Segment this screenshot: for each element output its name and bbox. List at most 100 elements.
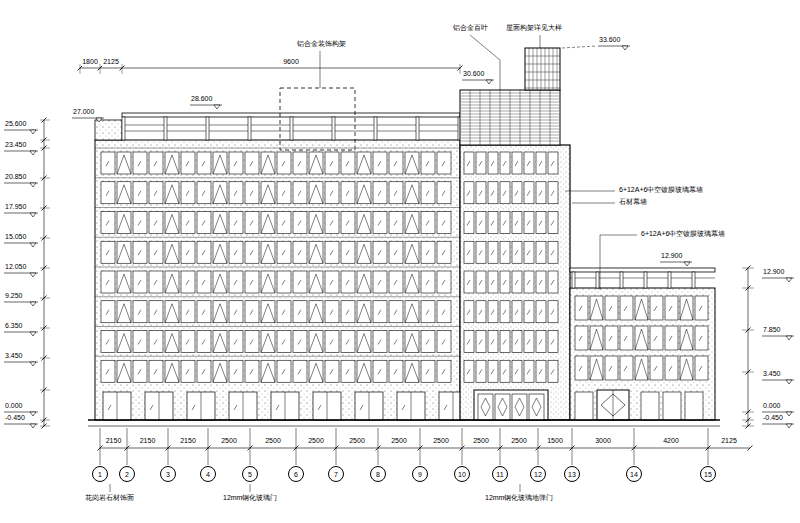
- pergola-post: [692, 272, 695, 288]
- glass-mark: [213, 274, 227, 293]
- glass-mark: [539, 280, 542, 285]
- window-pane: [421, 182, 435, 204]
- glass-mark: [479, 310, 482, 315]
- shopfront-pane: [145, 392, 173, 420]
- glass-mark: [378, 161, 381, 166]
- axis-line: [336, 428, 337, 465]
- note-text: 6+12A+6中空镀膜玻璃幕墙: [640, 230, 726, 238]
- extension-line: [100, 64, 101, 74]
- window-pane: [245, 152, 259, 174]
- glass-mark: [106, 161, 109, 166]
- axis-number: 5: [248, 471, 252, 478]
- leader-line: [520, 484, 521, 492]
- axis-line: [634, 428, 635, 465]
- window-pane: [476, 301, 486, 323]
- leader-line: [600, 235, 637, 290]
- elevation-value: -0.450: [4, 414, 26, 422]
- mullion: [453, 392, 454, 420]
- louver-frame: [470, 90, 471, 145]
- elevation-marker: [30, 424, 36, 428]
- elevation-marker: [786, 278, 792, 282]
- window-pane: [575, 326, 588, 350]
- glass-mark: [491, 369, 494, 374]
- window-pane: [117, 271, 131, 293]
- entrance-frame: [474, 390, 548, 420]
- window-pane: [680, 296, 693, 320]
- axis-bubble: 3: [160, 466, 176, 482]
- glass-mark: [154, 280, 157, 285]
- dimension-tick: [498, 446, 503, 451]
- window-pane: [325, 271, 339, 293]
- glass-mark: [479, 280, 482, 285]
- glass-mark: [108, 405, 111, 410]
- glass-mark: [551, 340, 554, 345]
- glass-mark: [261, 363, 275, 382]
- note-text: 屋面构架详见大样: [505, 24, 563, 32]
- glass-mark: [250, 250, 253, 255]
- extension-line: [742, 412, 754, 413]
- glass-mark: [213, 155, 227, 174]
- window-pane: [261, 152, 275, 174]
- window-pane: [101, 182, 115, 204]
- note-text: 石材幕墙: [618, 198, 648, 206]
- window-pane: [165, 271, 179, 293]
- window-pane: [325, 152, 339, 174]
- glass-mark: [527, 340, 530, 345]
- window-pane: [261, 301, 275, 323]
- glass-mark: [234, 369, 237, 374]
- ground-line: [88, 419, 720, 421]
- glass-mark: [250, 221, 253, 226]
- elevation-value: 3.450: [4, 352, 24, 360]
- glass-mark: [154, 250, 157, 255]
- pergola-post: [206, 117, 209, 140]
- glass-mark: [426, 369, 429, 374]
- mullion: [243, 392, 244, 420]
- glass-mark: [234, 250, 237, 255]
- window-pane: [277, 182, 291, 204]
- window-pane: [213, 241, 227, 263]
- window-pane: [357, 182, 371, 204]
- window-pane: [357, 360, 371, 382]
- roof-feature-line: [525, 56, 560, 57]
- glass-mark: [330, 280, 333, 285]
- glass-mark: [405, 215, 419, 234]
- window-pane: [229, 331, 243, 353]
- glass-mark: [250, 280, 253, 285]
- glass-mark: [106, 369, 109, 374]
- glass-mark: [346, 369, 349, 374]
- window-pane: [341, 271, 355, 293]
- louver-frame: [540, 90, 541, 145]
- window-pane: [650, 356, 663, 380]
- window-pane: [500, 241, 510, 263]
- window-pane: [548, 241, 558, 263]
- glass-mark: [309, 334, 323, 353]
- window-pane: [261, 182, 275, 204]
- glass-mark: [106, 191, 109, 196]
- window-pane: [548, 212, 558, 234]
- window-pane: [149, 360, 163, 382]
- glass-mark: [138, 280, 141, 285]
- glass-mark: [309, 244, 323, 263]
- window-pane: [309, 301, 323, 323]
- elevation-marker: [486, 80, 492, 84]
- window-pane: [437, 182, 451, 204]
- window-pane: [437, 212, 451, 234]
- window-pane: [373, 331, 387, 353]
- window-pane: [512, 331, 522, 353]
- leader-line: [540, 35, 541, 48]
- window-pane: [500, 301, 510, 323]
- pergola-post: [668, 272, 671, 288]
- window-pane: [575, 296, 588, 320]
- glass-mark: [635, 299, 648, 320]
- glass-mark: [298, 250, 301, 255]
- roof-feature-line: [557, 48, 558, 90]
- axis-line: [572, 428, 573, 465]
- window-pane: [405, 360, 419, 382]
- glass-mark: [680, 329, 693, 350]
- shopfront-pane: [663, 392, 681, 420]
- window-pane: [229, 360, 243, 382]
- extension-line: [742, 288, 754, 289]
- axis-bubble: 13: [564, 466, 580, 482]
- glass-mark: [282, 161, 285, 166]
- glass-mark: [680, 359, 693, 380]
